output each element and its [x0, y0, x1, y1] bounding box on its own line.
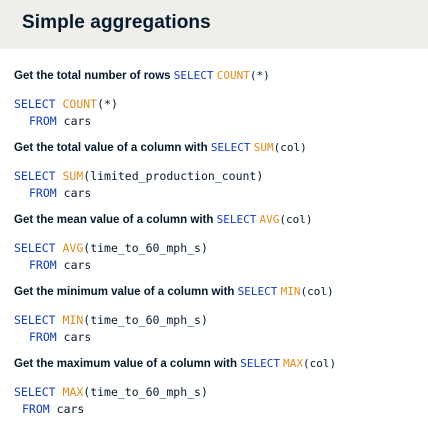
code-block: SELECT SUM(limited_production_count) FRO…	[14, 168, 414, 202]
inline-keyword: SELECT	[173, 69, 214, 82]
code-argument: (time_to_60_mph_s)	[83, 385, 208, 399]
code-function: COUNT	[62, 97, 98, 111]
inline-keyword: SELECT	[237, 285, 278, 298]
code-block: SELECT AVG(time_to_60_mph_s) FROM cars	[14, 240, 414, 274]
code-keyword-from: FROM	[29, 258, 57, 272]
header: Simple aggregations	[0, 0, 428, 49]
description-text: Get the mean value of a column with	[14, 214, 214, 226]
code-function: MAX	[62, 385, 84, 399]
section-count: Get the total number of rows SELECT COUN…	[14, 69, 414, 130]
inline-function: AVG	[259, 213, 280, 226]
code-argument: (time_to_60_mph_s)	[83, 241, 208, 255]
description-text: Get the minimum value of a column with	[14, 286, 235, 298]
section-sum: Get the total value of a column with SEL…	[14, 141, 414, 202]
inline-function: SUM	[253, 141, 274, 154]
code-keyword-select: SELECT	[14, 169, 56, 183]
code-keyword-from: FROM	[22, 402, 50, 416]
code-keyword-from: FROM	[29, 114, 57, 128]
description-text: Get the total number of rows	[14, 70, 171, 82]
code-table: cars	[63, 330, 92, 344]
inline-keyword: SELECT	[240, 357, 280, 370]
code-table: cars	[63, 114, 92, 128]
section-description: Get the mean value of a column with SELE…	[14, 213, 414, 227]
code-keyword-select: SELECT	[14, 313, 56, 327]
inline-argument: (col)	[273, 141, 307, 154]
code-block: SELECT COUNT(*) FROM cars	[14, 96, 414, 130]
code-keyword-from: FROM	[29, 330, 57, 344]
content: Get the total number of rows SELECT COUN…	[0, 69, 428, 418]
code-table: cars	[56, 402, 85, 416]
code-block: SELECT MAX(time_to_60_mph_s) FROM cars	[14, 384, 414, 418]
code-keyword-select: SELECT	[14, 241, 56, 255]
code-function: MIN	[62, 313, 84, 327]
inline-function: MAX	[283, 357, 304, 370]
inline-argument: (*)	[249, 69, 270, 82]
code-keyword-from: FROM	[29, 186, 57, 200]
inline-argument: (col)	[303, 357, 337, 370]
page-title: Simple aggregations	[22, 12, 211, 33]
code-table: cars	[63, 186, 92, 200]
inline-argument: (col)	[300, 285, 334, 298]
code-function: AVG	[62, 241, 84, 255]
inline-argument: (col)	[279, 213, 313, 226]
code-block: SELECT MIN(time_to_60_mph_s) FROM cars	[14, 312, 414, 346]
section-description: Get the total number of rows SELECT COUN…	[14, 69, 414, 83]
section-avg: Get the mean value of a column with SELE…	[14, 213, 414, 274]
inline-keyword: SELECT	[216, 213, 257, 226]
section-description: Get the total value of a column with SEL…	[14, 141, 414, 155]
section-description: Get the maximum value of a column with S…	[14, 357, 414, 371]
code-function: SUM	[62, 169, 84, 183]
description-text: Get the total value of a column with	[14, 142, 208, 154]
code-argument: (limited_production_count)	[83, 169, 264, 183]
inline-function: MIN	[280, 285, 301, 298]
description-text: Get the maximum value of a column with	[14, 358, 238, 370]
section-description: Get the minimum value of a column with S…	[14, 285, 414, 299]
code-argument: (*)	[97, 97, 118, 111]
section-min: Get the minimum value of a column with S…	[14, 285, 414, 346]
inline-function: COUNT	[216, 69, 250, 82]
code-keyword-select: SELECT	[14, 385, 56, 399]
section-max: Get the maximum value of a column with S…	[14, 357, 414, 418]
code-argument: (time_to_60_mph_s)	[83, 313, 208, 327]
code-table: cars	[63, 258, 92, 272]
code-keyword-select: SELECT	[14, 97, 56, 111]
inline-keyword: SELECT	[210, 141, 251, 154]
